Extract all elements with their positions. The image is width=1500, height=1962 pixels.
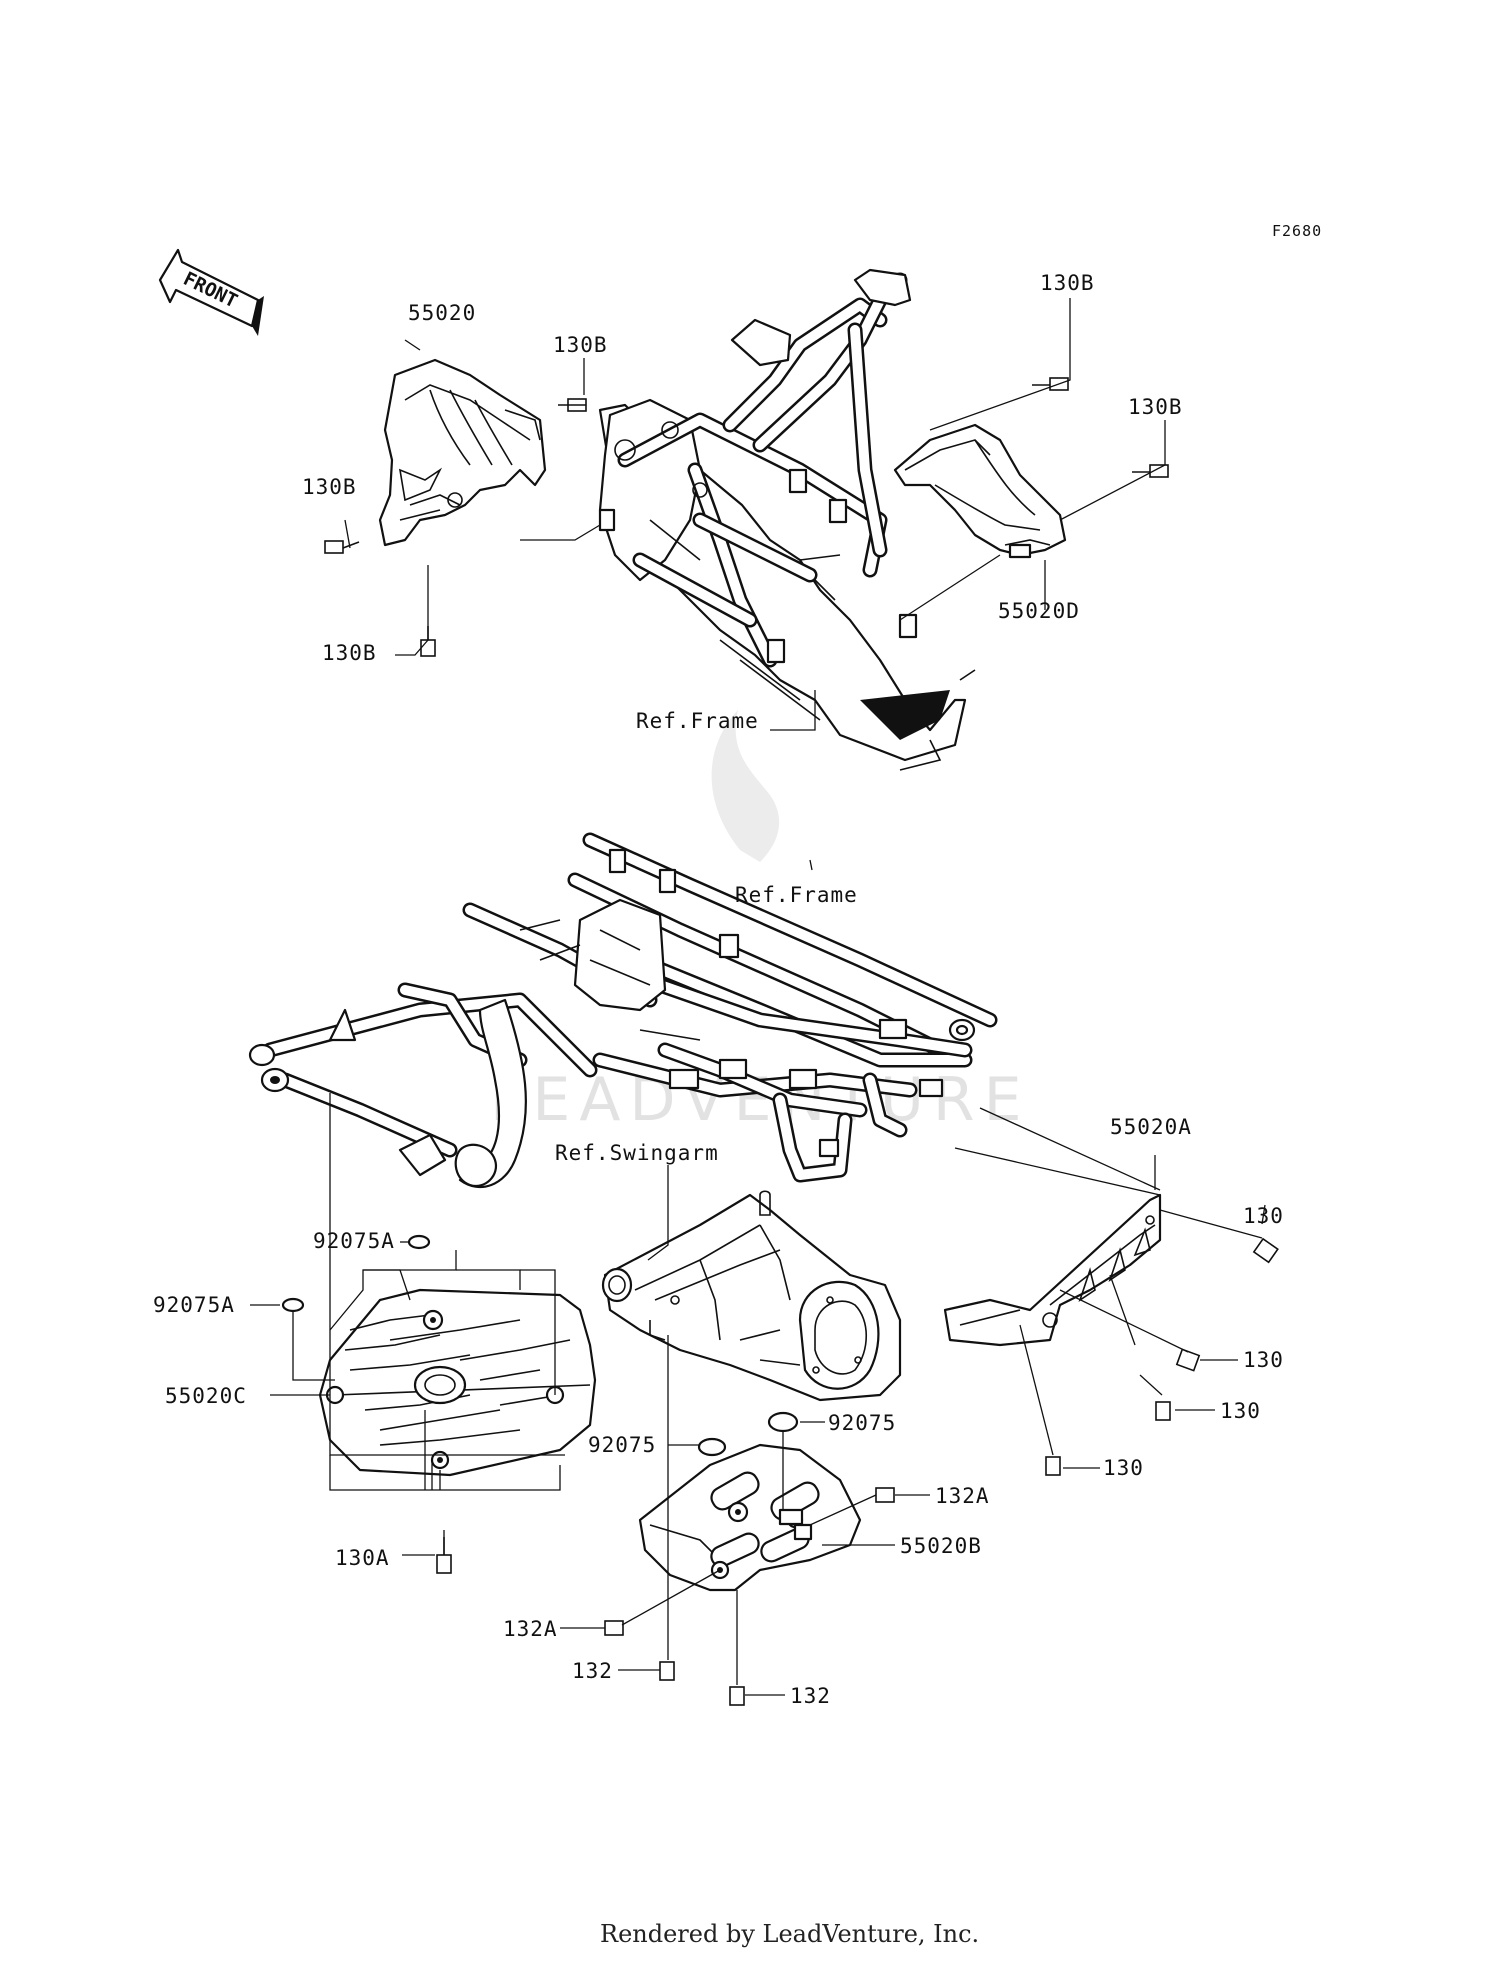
bolt-130B-left <box>324 540 360 554</box>
cap-92075-right <box>767 1411 799 1433</box>
label-55020: 55020 <box>408 301 476 325</box>
callout-labels: 55020 130B 130B 130B 130B 130B 55020D Re… <box>153 271 1284 1708</box>
label-130B-bottom: 130B <box>322 641 377 665</box>
label-130-lower: 130 <box>1220 1399 1261 1423</box>
watermark-text: LEADVENTURE <box>490 1065 1031 1135</box>
label-130-right: 130 <box>1243 1204 1284 1228</box>
bolt-130-bottom <box>1045 1456 1061 1476</box>
label-130B-top: 130B <box>553 333 608 357</box>
front-arrow-icon: FRONT <box>158 248 264 336</box>
label-130B-left: 130B <box>302 475 357 499</box>
cap-92075A-left <box>281 1297 305 1313</box>
label-132-left: 132 <box>572 1659 613 1683</box>
lower-frame <box>248 832 998 1189</box>
part-55020B-skid-plate <box>638 1443 862 1592</box>
label-130A: 130A <box>335 1546 390 1570</box>
label-92075-left: 92075 <box>588 1433 656 1457</box>
label-55020D: 55020D <box>998 599 1080 623</box>
label-55020B: 55020B <box>900 1534 982 1558</box>
bolt-130B-top <box>558 398 587 412</box>
label-92075-right: 92075 <box>828 1411 896 1435</box>
label-55020A: 55020A <box>1110 1115 1192 1139</box>
part-55020C-skid-plate <box>318 1288 597 1477</box>
label-ref-frame-upper: Ref.Frame <box>636 709 759 733</box>
bolt-130B-right-top <box>1032 377 1069 391</box>
bolt-132-left <box>659 1661 675 1681</box>
label-130B-right-top: 130B <box>1040 271 1095 295</box>
figure-code: F2680 <box>1272 222 1322 240</box>
cap-92075-left <box>697 1437 727 1457</box>
part-55020-guard <box>378 358 547 547</box>
label-132-right: 132 <box>790 1684 831 1708</box>
bolt-132A-left <box>604 1620 624 1636</box>
bolt-130-mid <box>1175 1348 1201 1372</box>
label-92075A-top: 92075A <box>313 1229 395 1253</box>
label-132A-left: 132A <box>503 1617 558 1641</box>
upper-leaders <box>344 298 1166 731</box>
label-132A-right: 132A <box>935 1484 990 1508</box>
part-55020D-guard <box>893 423 1067 559</box>
bolt-132A-right <box>875 1487 895 1503</box>
label-ref-frame-lower: Ref.Frame <box>735 883 858 907</box>
label-130B-right: 130B <box>1128 395 1183 419</box>
lower-fasteners <box>281 1234 1279 1706</box>
bolt-130-lower <box>1155 1401 1171 1421</box>
bolt-132-right <box>729 1686 745 1706</box>
label-55020C: 55020C <box>165 1384 247 1408</box>
label-ref-swingarm: Ref.Swingarm <box>555 1141 719 1165</box>
lower-leaders <box>250 859 1266 1696</box>
label-92075A-left: 92075A <box>153 1293 235 1317</box>
bolt-130-right <box>1252 1237 1279 1264</box>
bolt-130B-right <box>1132 464 1169 478</box>
watermark: LEADVENTURE <box>490 710 1031 1135</box>
cap-92075A-top <box>407 1234 431 1250</box>
swingarm <box>601 1190 902 1402</box>
upper-frame <box>598 268 976 771</box>
label-130-bottom: 130 <box>1103 1456 1144 1480</box>
label-130-mid: 130 <box>1243 1348 1284 1372</box>
footer-credit: Rendered by LeadVenture, Inc. <box>600 1920 979 1948</box>
